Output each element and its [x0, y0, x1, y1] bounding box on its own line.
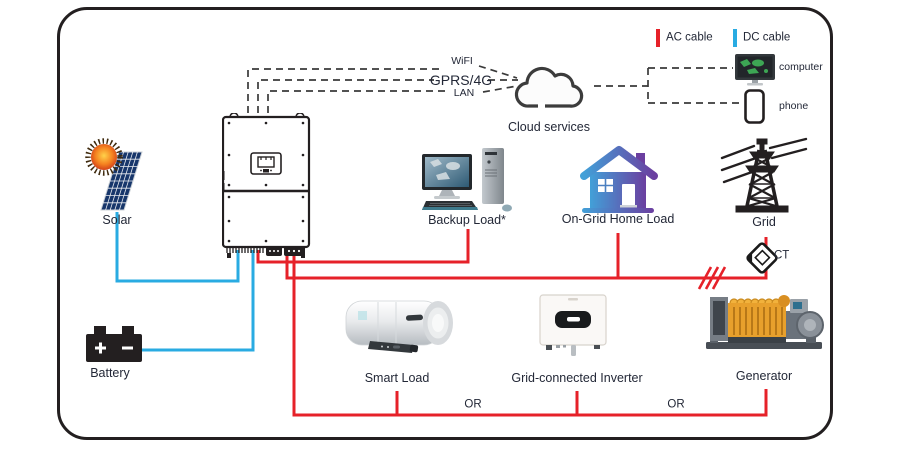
dc-solar-wire	[115, 212, 240, 283]
gc-inverter-icon	[538, 293, 614, 357]
ac-grid-wire	[285, 237, 768, 280]
wifi-dashed-line	[247, 68, 441, 113]
gc-inverter-label: Grid-connected Inverter	[511, 370, 643, 385]
generator-label: Generator	[735, 368, 793, 383]
solar-panel-icon	[82, 128, 166, 224]
computer-label: computer	[779, 60, 823, 73]
backup-load-computer-icon	[422, 146, 514, 214]
gprs-dashed-line	[257, 79, 434, 113]
dc-cable-swatch	[733, 29, 737, 47]
three-phase-marks	[697, 266, 727, 290]
battery-icon	[86, 326, 142, 364]
backup-load-label: Backup Load*	[428, 212, 506, 227]
ac-cable-swatch	[656, 29, 660, 47]
phone-label: phone	[779, 99, 809, 112]
house-icon	[576, 142, 662, 216]
ct-label: CT	[774, 249, 790, 262]
ac-bottom-bus-wire	[292, 250, 768, 417]
diagram-border-frame	[57, 7, 833, 440]
cloud-icon	[510, 56, 598, 116]
solar-label: Solar	[102, 212, 132, 227]
water-heater-icon	[338, 296, 458, 354]
lan-to-cloud-dashed	[482, 85, 518, 93]
phone-icon	[744, 89, 766, 125]
ac-cable-label: AC cable	[666, 31, 713, 44]
dc-battery-wire	[142, 250, 255, 352]
wifi-label: WiFI	[451, 54, 473, 67]
hybrid-inverter-icon	[222, 113, 312, 259]
smart-load-label: Smart Load	[364, 370, 430, 385]
computer-icon	[735, 54, 779, 88]
gprs-label: GPRS/4G	[429, 72, 493, 88]
cloud-services-label: Cloud services	[508, 119, 590, 134]
grid-label: Grid	[752, 214, 776, 229]
or-label-2: OR	[667, 398, 685, 411]
devices-branch-dashed	[647, 67, 742, 104]
dc-cable-label: DC cable	[743, 31, 791, 44]
or-label-1: OR	[464, 398, 482, 411]
ongrid-home-load-label: On-Grid Home Load	[561, 211, 675, 226]
ct-clamp-icon	[746, 242, 778, 274]
ac-backup-load-wire	[256, 229, 470, 264]
battery-label: Battery	[90, 365, 130, 380]
wifi-to-cloud-dashed	[478, 65, 518, 79]
lan-label: LAN	[453, 86, 475, 99]
generator-icon	[702, 291, 826, 353]
inverter-display	[250, 152, 282, 175]
grid-tower-icon	[720, 136, 808, 218]
lan-dashed-line	[267, 90, 447, 113]
